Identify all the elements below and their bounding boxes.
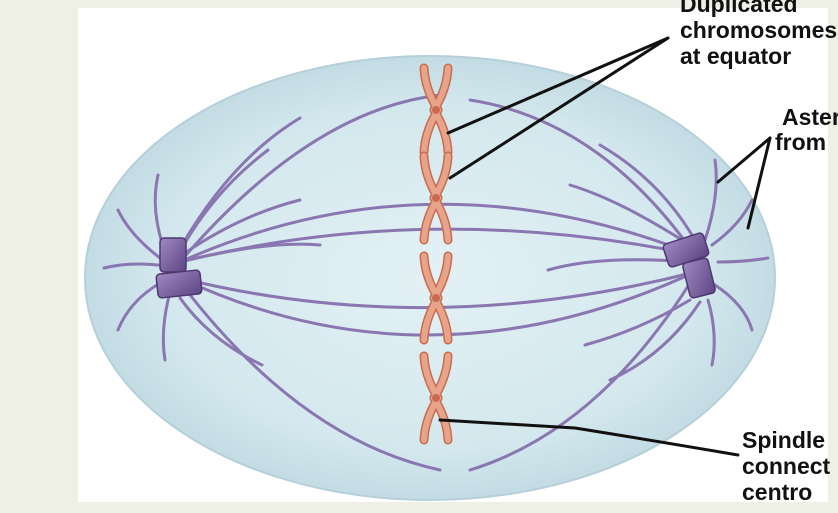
aster-label-line-2: from: [775, 129, 826, 155]
spindle-label-line-3: centro: [742, 479, 812, 505]
chromosome-label-line-1: Duplicated: [680, 0, 798, 17]
aster-label-line-1: Asters: [782, 104, 838, 130]
chromosome-label-line-3: at equator: [680, 43, 791, 69]
chromosome-label-line-2: chromosomes: [680, 17, 837, 43]
spindle-label-line-2: connect: [742, 453, 831, 479]
centromere: [432, 294, 440, 302]
centromere: [432, 194, 440, 202]
centromere: [432, 106, 440, 114]
spindle-label-line-1: Spindle: [742, 427, 825, 453]
centromere: [432, 394, 440, 402]
